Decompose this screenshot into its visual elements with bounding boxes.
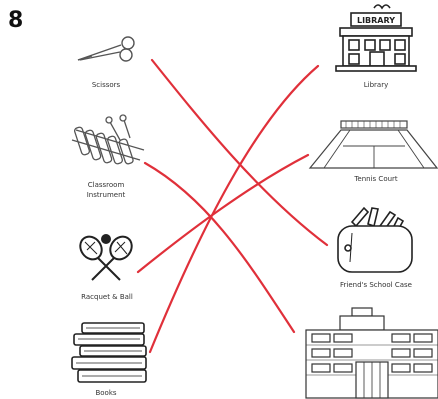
- school-building-icon: [305, 307, 438, 399]
- scissors-icon: [77, 36, 135, 62]
- match-line-racquet-tennis-court: [136, 153, 310, 274]
- label-books: Books: [95, 389, 117, 397]
- pencil-case-icon: [337, 206, 413, 273]
- label-scissors: Scissors: [91, 81, 121, 89]
- library-icon: LIBRARY: [335, 4, 417, 72]
- label-tennis-court: Tennis Court: [354, 175, 398, 183]
- label-library: Library: [363, 81, 389, 89]
- match-line-instrument-school: [143, 161, 296, 334]
- match-lines: [136, 58, 329, 354]
- racquet-icon: [79, 234, 133, 281]
- books-icon: [71, 322, 147, 383]
- match-line-books-library: [148, 64, 320, 354]
- label-racquet-ball: Racquet & Ball: [81, 293, 133, 301]
- tennis-court-icon: [308, 120, 438, 169]
- xylophone-icon: [71, 114, 145, 165]
- match-line-scissors-pencil-case: [150, 58, 329, 247]
- library-sign: LIBRARY: [357, 16, 395, 25]
- question-number: 8: [8, 8, 24, 33]
- label-classroom-instrument: Classroom Instrument: [86, 181, 126, 199]
- label-friends-school-case: Friend's School Case: [340, 281, 412, 289]
